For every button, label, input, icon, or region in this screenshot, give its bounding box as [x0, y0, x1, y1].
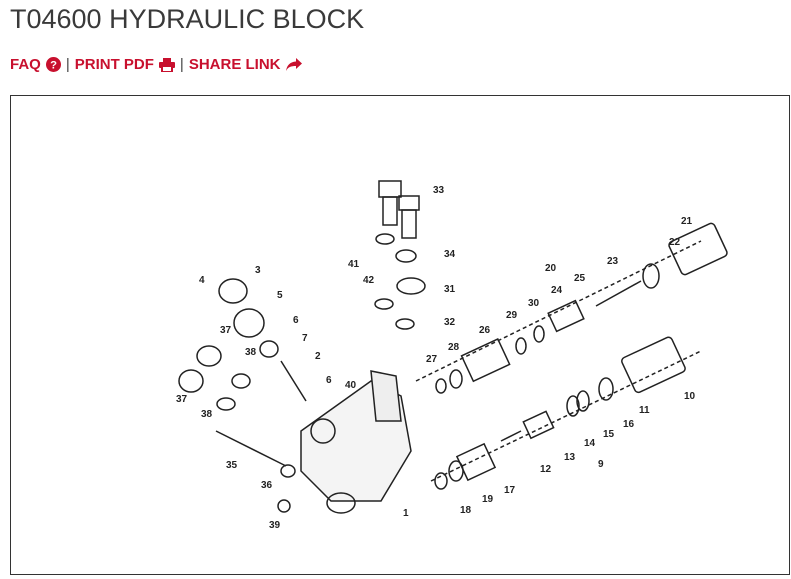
part-callout-36: 36 [261, 480, 273, 491]
separator: | [179, 56, 184, 73]
separator: | [65, 56, 70, 73]
part-callout-22: 22 [669, 237, 681, 248]
part-callout-21: 21 [681, 216, 693, 227]
part-callout-33: 33 [433, 185, 445, 196]
faq-link[interactable]: FAQ ? [10, 56, 61, 73]
print-icon [158, 57, 175, 72]
part-callout-37: 37 [176, 394, 188, 405]
part-callout-13: 13 [564, 452, 576, 463]
part-callout-42: 42 [363, 275, 375, 286]
part-callout-18: 18 [460, 505, 472, 516]
part-callout-24: 24 [551, 285, 563, 296]
part-callout-15: 15 [603, 429, 615, 440]
part-callout-32: 32 [444, 317, 456, 328]
part-callout-19: 19 [482, 494, 494, 505]
action-links: FAQ ? | PRINT PDF | SHARE LINK [10, 56, 302, 73]
share-link-label: SHARE LINK [188, 56, 281, 73]
part-callout-39: 39 [269, 520, 281, 531]
part-callout-23: 23 [607, 256, 619, 267]
print-pdf-link[interactable]: PRINT PDF [75, 56, 175, 73]
part-callout-11: 11 [639, 405, 650, 416]
part-callout-10: 10 [684, 391, 696, 402]
part-callout-38: 38 [201, 409, 213, 420]
part-callout-38: 38 [245, 347, 257, 358]
part-callout-3: 3 [255, 265, 261, 276]
part-callout-28: 28 [448, 342, 460, 353]
svg-text:?: ? [50, 60, 57, 72]
part-callout-14: 14 [584, 438, 596, 449]
part-callout-1: 1 [403, 508, 409, 519]
part-callout-30: 30 [528, 298, 540, 309]
part-callout-37: 37 [220, 325, 232, 336]
part-callout-31: 31 [444, 284, 456, 295]
part-callout-16: 16 [623, 419, 635, 430]
part-callout-20: 20 [545, 263, 557, 274]
part-callout-26: 26 [479, 325, 491, 336]
faq-label: FAQ [10, 56, 41, 73]
part-callout-12: 12 [540, 464, 552, 475]
share-link[interactable]: SHARE LINK [189, 56, 302, 73]
part-callout-29: 29 [506, 310, 518, 321]
part-callout-40: 40 [345, 380, 357, 391]
part-callout-6: 6 [326, 375, 332, 386]
part-callout-34: 34 [444, 249, 456, 260]
part-callout-17: 17 [504, 485, 516, 496]
part-callout-4: 4 [199, 275, 205, 286]
part-callout-7: 7 [302, 333, 308, 344]
part-callout-35: 35 [226, 460, 238, 471]
part-callout-2: 2 [315, 351, 321, 362]
part-callout-25: 25 [574, 273, 586, 284]
part-callout-9: 9 [598, 459, 604, 470]
part-callout-27: 27 [426, 354, 438, 365]
part-callout-5: 5 [277, 290, 283, 301]
page-title: T04600 HYDRAULIC BLOCK [10, 4, 365, 34]
print-pdf-label: PRINT PDF [74, 56, 154, 73]
part-callout-41: 41 [348, 259, 360, 270]
share-arrow-icon [285, 57, 302, 71]
question-circle-icon: ? [45, 57, 61, 72]
part-callout-6: 6 [293, 315, 299, 326]
